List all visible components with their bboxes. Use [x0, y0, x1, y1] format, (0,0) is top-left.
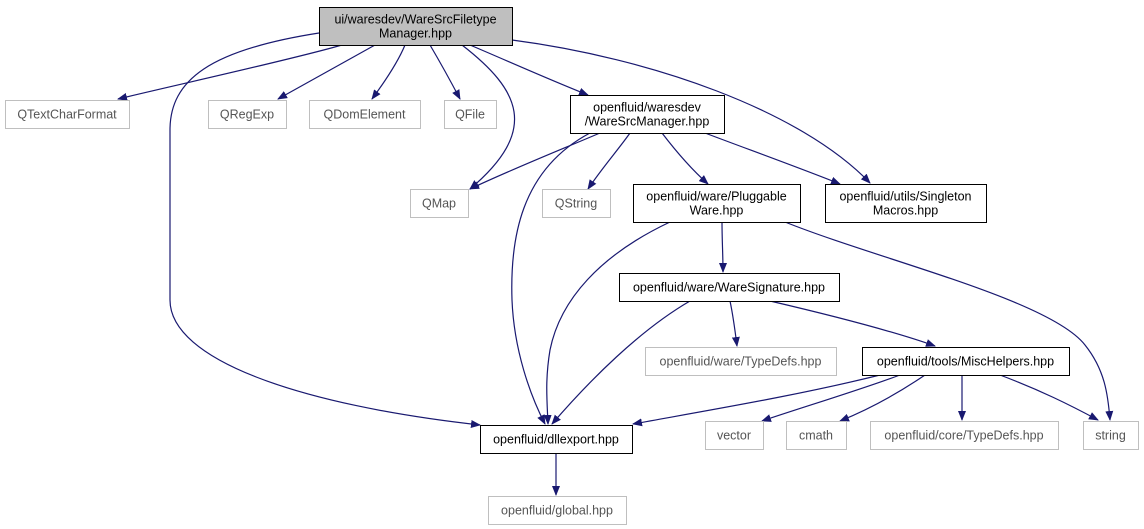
nodes-layer: ui/waresdev/WareSrcFiletypeManager.hppQT…	[5, 7, 1139, 525]
node-label-cmath: cmath	[799, 429, 833, 443]
node-waresignature[interactable]: openfluid/ware/WareSignature.hpp	[619, 273, 840, 302]
node-box-waresrcmanager	[570, 95, 725, 134]
edge-waresrcmanager-to-qstring	[587, 132, 631, 190]
node-label-root-line-1: ui/waresdev/WareSrcFiletype	[334, 13, 496, 27]
edge-waresignature-to-waretypedefs	[729, 300, 740, 347]
edge-mischelpers-to-string	[999, 374, 1099, 421]
node-label-waretypedefs: openfluid/ware/TypeDefs.hpp	[660, 355, 822, 369]
edge-root-to-dllexport	[169, 32, 481, 428]
node-cmath[interactable]: cmath	[786, 421, 847, 450]
edge-root-to-qtextcharformat	[117, 44, 343, 101]
node-label-pluggableware-line-2: Ware.hpp	[690, 204, 744, 218]
edge-waresignature-to-dllexport	[551, 300, 691, 425]
node-label-singletonmacros-line-2: Macros.hpp	[873, 204, 938, 218]
node-label-waresrcmanager-line-1: openfluid/waresdev	[593, 101, 701, 115]
node-box-qtextcharformat	[5, 100, 130, 129]
edges-layer	[117, 32, 1114, 496]
edge-root-to-qfile	[429, 44, 461, 100]
node-label-waresignature: openfluid/ware/WareSignature.hpp	[633, 281, 825, 295]
node-label-qmap: QMap	[422, 197, 456, 211]
edge-mischelpers-to-dllexport	[632, 374, 881, 427]
node-box-mischelpers	[862, 347, 1070, 376]
node-global[interactable]: openfluid/global.hpp	[488, 496, 627, 525]
node-label-global: openfluid/global.hpp	[501, 504, 613, 518]
node-waretypedefs[interactable]: openfluid/ware/TypeDefs.hpp	[645, 347, 837, 376]
edge-waresignature-to-mischelpers	[769, 300, 936, 347]
edge-waresrcmanager-to-pluggableware	[661, 132, 709, 185]
node-box-root	[319, 7, 513, 46]
node-vector[interactable]: vector	[705, 421, 764, 450]
node-label-root-line-2: Manager.hpp	[379, 27, 452, 41]
node-box-global	[488, 496, 627, 525]
node-label-qstring: QString	[555, 197, 597, 211]
edge-mischelpers-to-cmath	[839, 374, 926, 422]
node-string[interactable]: string	[1083, 421, 1139, 450]
node-qfile[interactable]: QFile	[444, 100, 497, 129]
node-box-cmath	[786, 421, 847, 450]
edge-waresrcmanager-to-singletonmacros	[704, 132, 841, 185]
node-label-qfile: QFile	[455, 108, 485, 122]
node-label-string: string	[1095, 429, 1126, 443]
node-box-qdomelement	[309, 100, 421, 129]
edge-root-to-qmap	[461, 44, 516, 190]
node-coretypedefs[interactable]: openfluid/core/TypeDefs.hpp	[870, 421, 1059, 450]
edge-root-to-qdomelement	[371, 44, 406, 100]
node-box-qstring	[542, 189, 611, 218]
node-qstring[interactable]: QString	[542, 189, 611, 218]
node-label-coretypedefs: openfluid/core/TypeDefs.hpp	[884, 429, 1043, 443]
edge-waresrcmanager-to-qmap	[469, 132, 601, 190]
node-box-coretypedefs	[870, 421, 1059, 450]
node-label-vector: vector	[717, 429, 751, 443]
node-label-waresrcmanager-line-2: /WareSrcManager.hpp	[585, 115, 710, 129]
edge-pluggableware-to-waresignature	[718, 221, 727, 273]
node-box-waretypedefs	[645, 347, 837, 376]
edge-pluggableware-to-string	[784, 221, 1114, 421]
node-qtextcharformat[interactable]: QTextCharFormat	[5, 100, 130, 129]
edge-waresrcmanager-to-dllexport	[511, 132, 591, 425]
node-box-dllexport	[480, 425, 633, 454]
node-box-singletonmacros	[825, 184, 987, 223]
node-box-pluggableware	[633, 184, 801, 223]
node-box-qmap	[410, 189, 469, 218]
node-label-qregexp: QRegExp	[220, 108, 274, 122]
node-box-qfile	[444, 100, 497, 129]
node-box-waresignature	[619, 273, 840, 302]
node-label-qdomelement: QDomElement	[324, 108, 406, 122]
node-label-qtextcharformat: QTextCharFormat	[17, 108, 117, 122]
node-box-string	[1083, 421, 1139, 450]
node-qmap[interactable]: QMap	[410, 189, 469, 218]
node-waresrcmanager[interactable]: openfluid/waresdev/WareSrcManager.hpp	[570, 95, 725, 134]
edge-pluggableware-to-dllexport	[543, 221, 671, 425]
edge-root-to-qregexp	[277, 44, 376, 100]
edge-root-to-waresrcmanager	[469, 44, 589, 96]
node-box-vector	[705, 421, 764, 450]
node-label-dllexport: openfluid/dllexport.hpp	[493, 433, 619, 447]
node-qregexp[interactable]: QRegExp	[208, 100, 287, 129]
edge-root-to-singletonmacros	[511, 39, 871, 184]
edge-mischelpers-to-vector	[761, 374, 901, 422]
node-label-mischelpers: openfluid/tools/MiscHelpers.hpp	[877, 355, 1054, 369]
node-label-pluggableware-line-1: openfluid/ware/Pluggable	[646, 190, 786, 204]
node-dllexport[interactable]: openfluid/dllexport.hpp	[480, 425, 633, 454]
node-box-qregexp	[208, 100, 287, 129]
node-label-singletonmacros-line-1: openfluid/utils/Singleton	[839, 190, 971, 204]
node-qdomelement[interactable]: QDomElement	[309, 100, 421, 129]
node-mischelpers[interactable]: openfluid/tools/MiscHelpers.hpp	[862, 347, 1070, 376]
